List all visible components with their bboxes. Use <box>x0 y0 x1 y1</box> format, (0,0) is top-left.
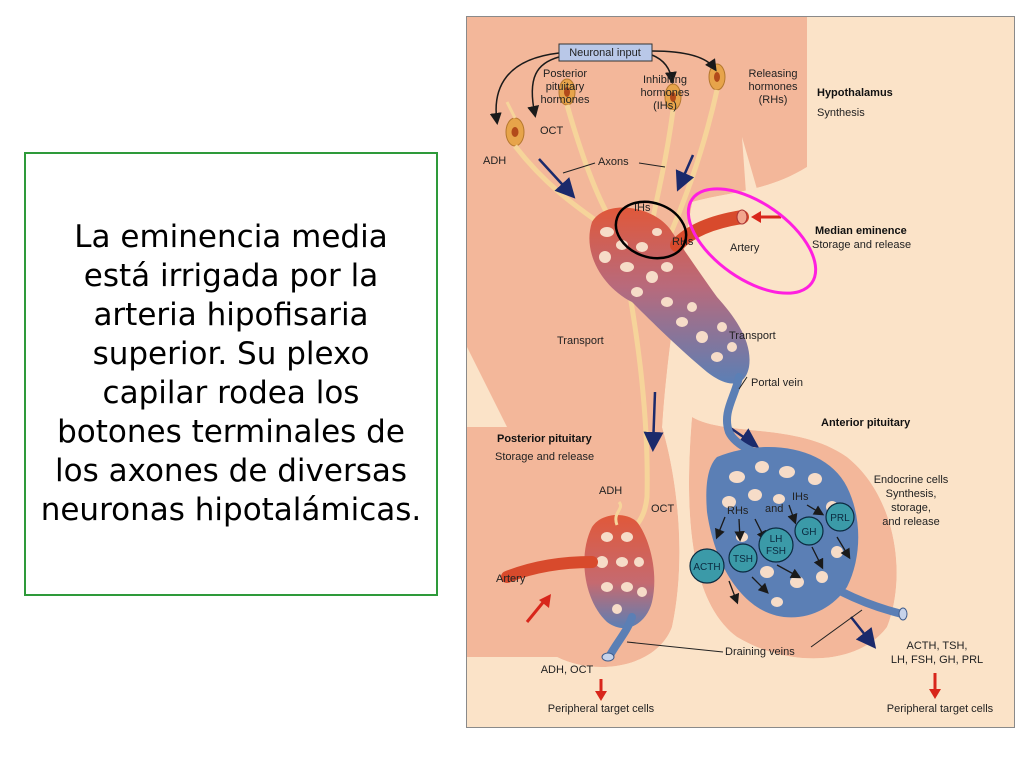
oct-top-label: OCT <box>540 125 564 137</box>
rhs-lobe-label: RHs <box>727 505 749 517</box>
posterior-lobe-axon-terminals <box>614 501 623 526</box>
explanation-paragraph: La eminencia media está irrigada por la … <box>40 219 422 528</box>
cell-gh: GH <box>794 516 824 546</box>
posterior-artery-flow-arrow <box>525 599 547 623</box>
axons-pointer-right <box>638 162 666 168</box>
posterior-artery-arrowhead <box>539 594 551 608</box>
portal-vein-label: Portal vein <box>751 377 803 389</box>
oct-lobe-label: OCT <box>651 503 675 515</box>
draining-veins-pointer-left <box>626 641 724 653</box>
artery-top-flow-arrowhead <box>751 211 761 223</box>
adh-oct-bottom-label: ADH, OCT <box>541 664 594 676</box>
posterior-pituitary-hormones-label-1: Posterior <box>543 68 587 80</box>
peripheral-target-right-label: Peripheral target cells <box>887 703 994 715</box>
hypothalamus-title: Hypothalamus <box>817 87 893 99</box>
highlight-magenta-circle <box>686 187 818 295</box>
cell-prl: PRL <box>825 502 855 532</box>
anterior-draining-vein <box>838 588 906 618</box>
draining-veins-pointer-right <box>810 609 863 648</box>
flow-arrow-transport-left <box>643 391 664 452</box>
flow-arrow-axons-right <box>675 154 695 192</box>
neuronal-input-box <box>558 43 653 62</box>
posterior-lobe-holes <box>596 532 647 614</box>
releasing-hormones-label-3: (RHs) <box>759 94 788 106</box>
pituitary-diagram: Neuronal input Posterior pituitary hormo… <box>466 16 1015 728</box>
flow-arrow-portal <box>728 425 760 448</box>
portal-vein-pointer <box>738 376 748 390</box>
axons-pointer-left <box>562 162 596 174</box>
axons-label: Axons <box>598 156 629 168</box>
adh-lobe-label: ADH <box>599 485 622 497</box>
anterior-hormones-label-1: ACTH, TSH, <box>907 640 968 652</box>
artery-top-end <box>736 209 748 225</box>
cell-acth: ACTH <box>689 548 725 584</box>
anterior-pituitary-title: Anterior pituitary <box>821 417 911 429</box>
hypothalamus-subtitle: Synthesis <box>817 107 865 119</box>
svg-text:PRL: PRL <box>830 513 850 524</box>
peripheral-right-arrowhead <box>929 689 941 699</box>
median-eminence-title: Median eminence <box>815 225 907 237</box>
transport-left-label: Transport <box>557 335 604 347</box>
hormone-arrows <box>715 504 851 605</box>
anterior-vein-end <box>898 607 908 621</box>
svg-text:GH: GH <box>802 527 817 538</box>
posterior-pituitary-title: Posterior pituitary <box>497 433 593 445</box>
ihs-circle-label: IHs <box>634 202 651 214</box>
adh-top-label: ADH <box>483 155 506 167</box>
neuronal-input-label: Neuronal input <box>569 47 641 59</box>
posterior-lobe-capillary <box>584 515 655 629</box>
releasing-hormones-label-1: Releasing <box>749 68 798 80</box>
neuronal-input-arrow-mid-right <box>651 54 677 84</box>
svg-text:FSH: FSH <box>766 546 786 557</box>
posterior-pituitary-hormones-label-2: pituitary <box>546 81 585 93</box>
highlight-black-circle <box>614 200 688 260</box>
svg-text:ACTH: ACTH <box>693 562 720 573</box>
endocrine-cells-label-1: Endocrine cells <box>874 474 949 486</box>
ihs-lobe-label: IHs <box>792 491 809 503</box>
posterior-artery <box>501 556 598 583</box>
posterior-pituitary-hormones-label-3: hormones <box>541 94 590 106</box>
artery-bottom-label: Artery <box>496 573 526 585</box>
flow-arrow-axons-left <box>538 158 576 199</box>
primary-capillary-plexus <box>589 207 750 384</box>
draining-veins-label: Draining veins <box>725 646 795 658</box>
cell-lh-fsh: LH FSH <box>758 527 794 563</box>
artery-top-label: Artery <box>730 242 760 254</box>
inhibiting-hormones-label-3: (IHs) <box>653 100 677 112</box>
inhibiting-hormones-label-2: hormones <box>641 87 690 99</box>
neuronal-input-arrow-left <box>489 52 560 125</box>
plexus-holes <box>599 227 737 362</box>
svg-text:TSH: TSH <box>733 554 753 565</box>
releasing-hormones-label-2: hormones <box>749 81 798 93</box>
transport-right-label: Transport <box>729 330 776 342</box>
median-eminence-subtitle: Storage and release <box>812 239 911 251</box>
flow-arrow-anterior-out <box>850 616 877 649</box>
svg-text:LH: LH <box>770 534 783 545</box>
neuronal-input-arrow-mid <box>527 56 560 118</box>
peripheral-target-left-label: Peripheral target cells <box>548 703 655 715</box>
endocrine-cells-label-3: storage, <box>891 502 931 514</box>
inhibiting-hormones-label-1: Inhibiting <box>643 74 687 86</box>
posterior-pituitary-subtitle: Storage and release <box>495 451 594 463</box>
cell-tsh: TSH <box>728 543 758 573</box>
anterior-hormones-label-2: LH, FSH, GH, PRL <box>891 654 983 666</box>
endocrine-cells-label-4: and release <box>882 516 940 528</box>
endocrine-cells-label-2: Synthesis, <box>886 488 937 500</box>
rhs-label: RHs <box>672 236 694 248</box>
posterior-vein-end <box>601 652 615 662</box>
neuronal-input-arrow-right <box>651 50 717 72</box>
explanation-text-box: La eminencia media está irrigada por la … <box>24 152 438 596</box>
superior-hypophyseal-artery <box>670 210 749 252</box>
peripheral-left-arrowhead <box>595 691 607 701</box>
and-lobe-label: and <box>765 503 783 515</box>
diagram-svg: Neuronal input Posterior pituitary hormo… <box>467 17 1014 727</box>
